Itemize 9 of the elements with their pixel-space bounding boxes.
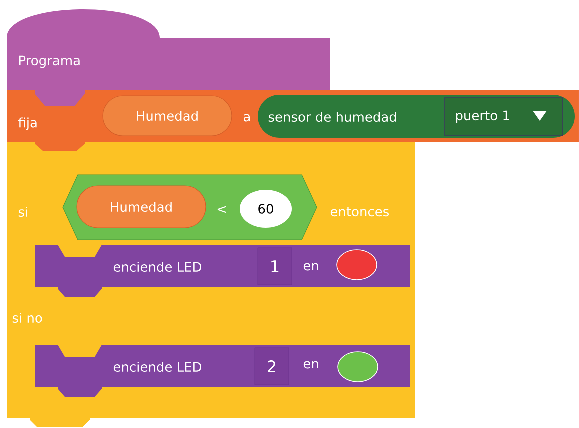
hat-block: Programa <box>7 10 330 106</box>
number-field: 60 <box>240 190 292 228</box>
color-circle <box>338 352 378 382</box>
number-field: 2 <box>254 348 290 386</box>
number-field: 1 <box>258 248 292 286</box>
color-circle <box>336 250 378 280</box>
dropdown-field: puerto 1 <box>444 98 564 136</box>
variable-block: Humedad <box>102 96 232 136</box>
variable-block: Humedad <box>76 186 206 228</box>
